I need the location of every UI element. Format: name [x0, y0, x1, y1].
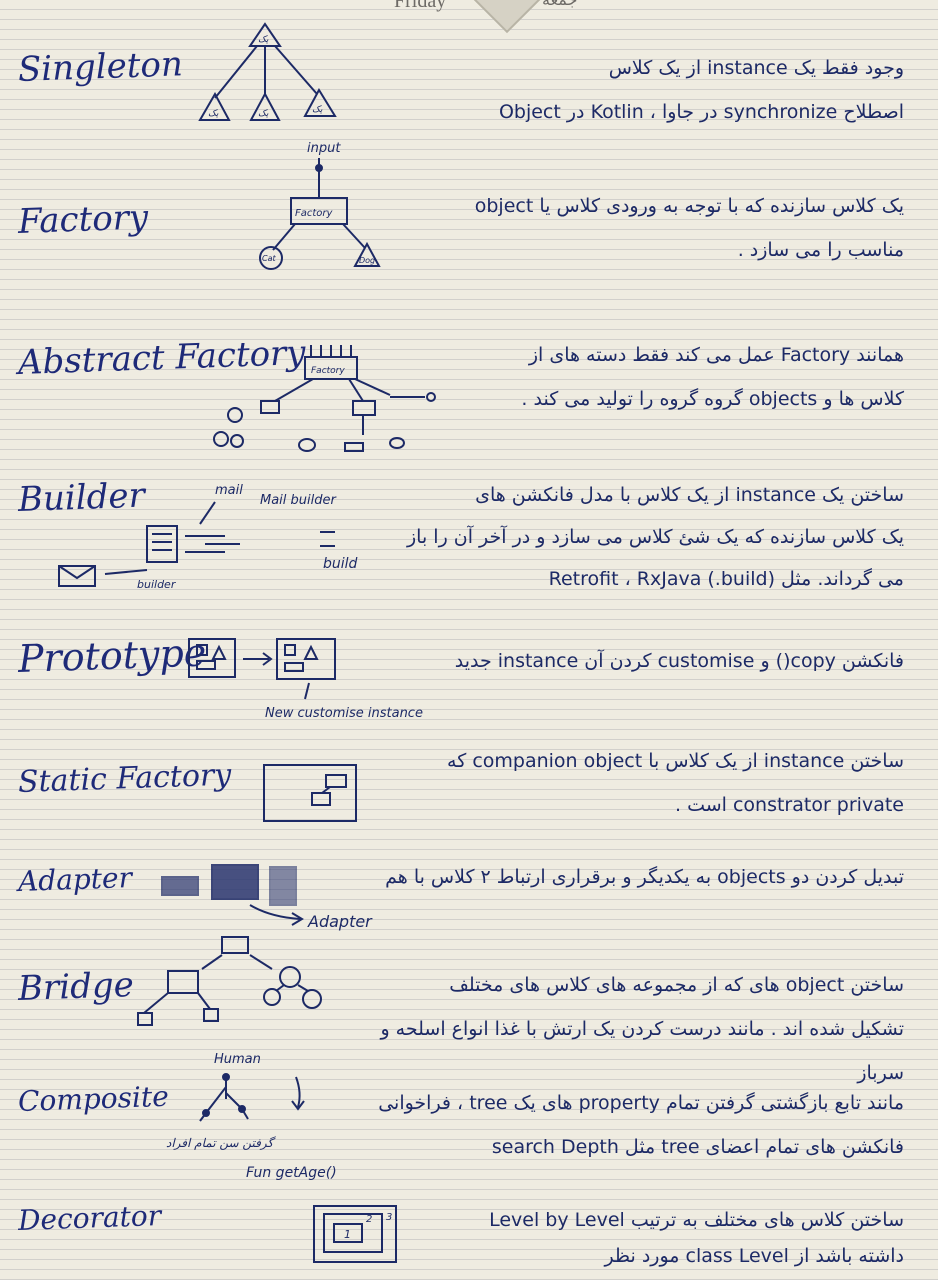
- section-description: وجود فقط یک instance از یک کلاس اصطلاح s…: [384, 46, 904, 134]
- sketch-label: 1: [344, 1228, 351, 1241]
- decorator-middle: [323, 1213, 383, 1253]
- description-line: مانند تابع بازگشتی گرفتن تمام property ه…: [378, 1092, 904, 1114]
- description-line: وجود فقط یک instance از یک کلاس: [608, 57, 904, 79]
- section-abstract-factory: Abstract Factory Factory همانند Factory …: [0, 325, 938, 465]
- sketch-label: mail: [215, 483, 243, 498]
- section-bridge: Bridge ساختن object های که از مجموعه های…: [0, 935, 938, 1084]
- description-line: ساختن object های که از مجموعه های کلاس ه…: [449, 974, 904, 996]
- sketch-label: New customise instance: [265, 706, 423, 721]
- description-line: فانکشن های تمام اعضای tree مثل search De…: [491, 1136, 904, 1158]
- section-title: Composite: [17, 1079, 170, 1118]
- sketch-label: Mail builder: [260, 493, 338, 508]
- section-title: Static Factory: [17, 757, 232, 800]
- description-line: ساختن instance از یک کلاس با companion o…: [447, 750, 904, 772]
- composite-sketch: Human گرفتن سن تمام افراد Fun getAge(): [160, 1047, 380, 1191]
- description-line: یک کلاس سازنده که یک شئ کلاس می سازد و د…: [407, 526, 904, 548]
- cat-node: [259, 246, 283, 270]
- section-description: ساختن object های که از مجموعه های کلاس ه…: [344, 963, 904, 1095]
- description-line: یک کلاس سازنده که با توجه به ورودی کلاس …: [474, 195, 904, 217]
- section-description: یک کلاس سازنده که با توجه به ورودی کلاس …: [384, 184, 904, 272]
- description-line: ساختن یک instance از یک کلاس با مدل فانک…: [475, 484, 904, 506]
- section-description: ساختن instance از یک کلاس با companion o…: [384, 739, 904, 827]
- sketch-label: گرفتن سن تمام افراد: [166, 1136, 276, 1150]
- decorator-inner: [333, 1223, 363, 1243]
- section-title: Bridge: [17, 964, 135, 1009]
- sketch-node-right: [303, 87, 337, 117]
- builder-document: [146, 525, 178, 563]
- singleton-tree-sketch: یک یک یک یک: [195, 16, 355, 130]
- section-title: Adapter: [17, 861, 133, 898]
- prototype-sketch: New customise instance: [185, 635, 445, 729]
- description-line: تبدیل کردن دو objects به یکدیگر و برقرار…: [385, 866, 904, 888]
- description-line: ساختن کلاس های مختلف به ترتیب Level by L…: [489, 1209, 904, 1231]
- builder-sketch: mail Mail builder build builder: [55, 474, 395, 598]
- page-header: Friday جمعه: [380, 0, 580, 34]
- sketch-label: یک: [208, 109, 219, 119]
- section-description: تبدیل کردن دو objects به یکدیگر و برقرار…: [384, 855, 904, 899]
- section-prototype: Prototype New customise instance فانکشن …: [0, 625, 938, 735]
- prototype-original: [188, 638, 236, 678]
- section-title: Singleton: [17, 44, 184, 90]
- description-line: مناسب را می سازد .: [737, 239, 904, 261]
- description-line: داشته باشد از class Level مورد نظر: [604, 1245, 904, 1267]
- decorator-outer: [313, 1205, 397, 1263]
- description-line: همانند Factory عمل می کند فقط دسته های ا…: [528, 344, 904, 366]
- section-description: فانکشن copy() و customise کردن آن instan…: [384, 639, 904, 683]
- section-static-factory: Static Factory ساختن instance از یک کلاس…: [0, 735, 938, 835]
- section-description: همانند Factory عمل می کند فقط دسته های ا…: [384, 333, 904, 421]
- description-line: constrator private است .: [674, 794, 904, 816]
- prototype-copy: [276, 638, 336, 680]
- sketch-label: یک: [258, 109, 269, 119]
- description-line: تشکیل شده اند . مانند درست کردن یک ارتش …: [380, 1018, 904, 1084]
- section-decorator: Decorator 1 2 3 ساختن کلاس های مختلف به …: [0, 1190, 938, 1280]
- section-builder: Builder mail Mail builder build builder …: [0, 470, 938, 620]
- sketch-label: Factory: [311, 366, 345, 376]
- sketch-label: Fun getAge(): [246, 1165, 337, 1181]
- sketch-label: 2: [366, 1214, 372, 1225]
- sketch-label: Factory: [295, 208, 334, 219]
- header-day: Friday: [394, 0, 447, 12]
- section-composite: Composite Human گرفتن سن تمام افراد Fun …: [0, 1045, 938, 1190]
- static-factory-sketch: [262, 763, 362, 831]
- sketch-label: Cat: [262, 254, 276, 263]
- sketch-label: build: [323, 556, 358, 572]
- decorator-sketch: 1 2 3: [312, 1202, 402, 1276]
- section-description: ساختن کلاس های مختلف به ترتیب Level by L…: [384, 1202, 904, 1274]
- description-line: می گرداند. مثل Retrofit ، RxJava (.build…: [548, 568, 904, 590]
- factory-box: [290, 197, 348, 225]
- header-day-persian: جمعه: [542, 0, 577, 9]
- sketch-label: 3: [386, 1212, 392, 1223]
- sketch-label: Human: [214, 1052, 261, 1067]
- dog-node: [353, 241, 381, 267]
- description-line: فانکشن copy() و customise کردن آن instan…: [454, 650, 904, 672]
- sketch-node-left: [198, 91, 231, 121]
- sketch-label: یک: [258, 35, 269, 45]
- bridge-sketch: [132, 935, 332, 1039]
- static-factory-box: [263, 764, 357, 822]
- adapter-sketch: Adapter: [160, 855, 380, 939]
- abstract-factory-sketch: Factory: [205, 335, 445, 459]
- mail-envelope: [58, 565, 96, 587]
- section-singleton: Singleton یک یک یک یک وجود فقط یک instan…: [0, 10, 938, 140]
- factory-sketch: input Factory Cat Dog: [255, 140, 395, 274]
- sketch-label: Dog: [359, 256, 375, 265]
- section-title: Prototype: [17, 630, 207, 681]
- bridge-top-node: [221, 936, 249, 954]
- section-factory: Factory input Factory Cat Dog یک کلاس سا…: [0, 140, 938, 290]
- sketch-label: یک: [312, 105, 323, 115]
- sketch-label: input: [307, 141, 341, 156]
- section-description: ساختن یک instance از یک کلاس با مدل فانک…: [364, 474, 904, 600]
- section-description: مانند تابع بازگشتی گرفتن تمام property ه…: [364, 1081, 904, 1169]
- description-line: کلاس ها و objects گروه گروه را تولید می …: [521, 388, 904, 410]
- section-title: Decorator: [17, 1199, 162, 1237]
- section-title: Factory: [17, 197, 149, 242]
- sketch-label: builder: [137, 578, 177, 591]
- sketch-label: Adapter: [307, 912, 373, 931]
- description-line: اصطلاح synchronize در جاوا ، Kotlin در O…: [498, 101, 904, 123]
- sketch-node-mid: [249, 91, 281, 121]
- section-adapter: Adapter Adapter تبدیل کردن دو objects به…: [0, 845, 938, 935]
